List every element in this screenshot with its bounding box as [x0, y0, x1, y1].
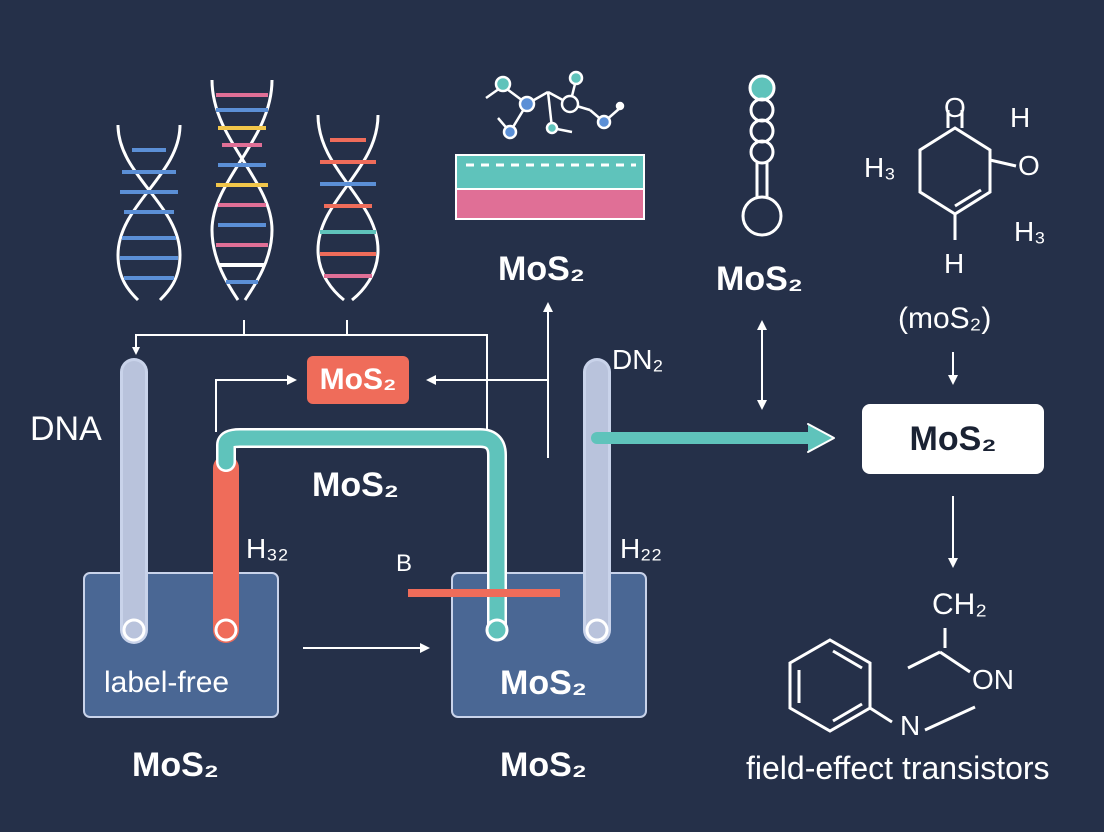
label-mos2-layer: MoS₂: [498, 250, 585, 288]
label-mos2-paren: (moS₂): [898, 302, 992, 335]
layer-stack-icon: [455, 154, 645, 220]
atom-h-top: H: [1010, 102, 1031, 133]
atom-h-bottom: H: [944, 248, 965, 279]
hexagon-ring-icon: [918, 110, 1017, 240]
atom-n: N: [900, 710, 921, 741]
label-h22: H₂₂: [620, 533, 662, 564]
label-dn2: DN₂: [612, 344, 664, 375]
flow-lines: [135, 302, 958, 653]
label-field-effect: field-effect transistors: [746, 750, 1050, 786]
probe-icon: [741, 74, 783, 237]
label-mos2-beaker2: MoS₂: [500, 664, 587, 702]
atom-o-top: O: [944, 92, 966, 123]
atom-ch2: CH₂: [932, 588, 987, 621]
label-mos2-mid: MoS₂: [312, 466, 399, 504]
atom-h3-left: H₃: [864, 152, 896, 183]
mos2-badge-red-text: MoS₂: [319, 363, 397, 396]
label-label-free: label-free: [104, 666, 230, 699]
dna-helix-icon-1: [116, 124, 182, 302]
mos2-box: MoS₂: [862, 404, 1044, 474]
label-h32: H₃₂: [246, 533, 289, 564]
label-b: B: [396, 550, 413, 577]
teal-pipe: [216, 423, 835, 638]
mos2-badge-red: MoS₂: [307, 356, 409, 404]
atom-on: ON: [972, 664, 1014, 695]
atom-o-right: O: [1018, 150, 1040, 181]
label-dna: DNA: [30, 410, 102, 448]
molecule-chain-icon: [485, 70, 625, 140]
label-mos2-bottom-left: MoS₂: [132, 746, 219, 784]
atom-h3-right: H₃: [1014, 216, 1046, 247]
label-mos2-probe: MoS₂: [716, 260, 803, 298]
label-mos2-bottom-mid: MoS₂: [500, 746, 587, 784]
dna-helix-icon-3: [316, 114, 380, 302]
mos2-box-text: MoS₂: [909, 419, 997, 458]
dna-helix-icon-2: [210, 79, 274, 301]
benzene-ring-icon: [788, 628, 976, 733]
